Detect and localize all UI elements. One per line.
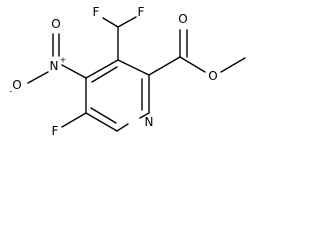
atom-f-top-right: F	[138, 5, 145, 19]
methyl-ester-group: O O	[148, 12, 246, 83]
bond-c4-c3-double	[91, 66, 118, 83]
bond-c4-nitro-n	[61, 64, 87, 79]
bond-c4-c3	[85, 59, 119, 79]
atom-o-carbonyl: O	[178, 12, 187, 26]
chemical-structure-diagram: F F O O N + O O - N F	[10, 5, 246, 138]
difluoromethyl-group: F F	[93, 5, 145, 61]
bond-carbonyl-c-ester-o	[179, 56, 206, 73]
charge-plus: +	[60, 56, 67, 65]
ring-fluorine: F	[52, 112, 87, 138]
pyridine-ring	[85, 59, 150, 132]
bond-c2-carbonyl-c	[148, 56, 181, 76]
bond-c6-c5-double	[90, 107, 117, 124]
bond-nitro-n-o-minus	[27, 71, 49, 84]
atom-o-nitro-top: O	[51, 17, 60, 31]
bond-chf2-f-left	[102, 17, 119, 28]
bond-c6-c5	[85, 112, 118, 132]
bond-n1-c6	[139, 112, 150, 119]
bond-ester-o-methyl	[220, 57, 246, 73]
bond-c3-c2	[117, 59, 150, 76]
bond-n1-c6-b	[116, 123, 129, 132]
atom-n-ring: N	[145, 115, 154, 129]
atom-o-nitro-minus: O	[12, 78, 21, 92]
atom-f-top-left: F	[93, 5, 100, 19]
bond-c5-f	[61, 112, 87, 128]
nitro-group: N + O O -	[10, 17, 87, 96]
bond-chf2-f-right	[117, 16, 137, 28]
atom-f-ring: F	[52, 124, 59, 138]
charge-minus: -	[10, 87, 13, 96]
atom-o-ester: O	[208, 69, 217, 83]
atom-n-nitro: N	[50, 59, 59, 73]
